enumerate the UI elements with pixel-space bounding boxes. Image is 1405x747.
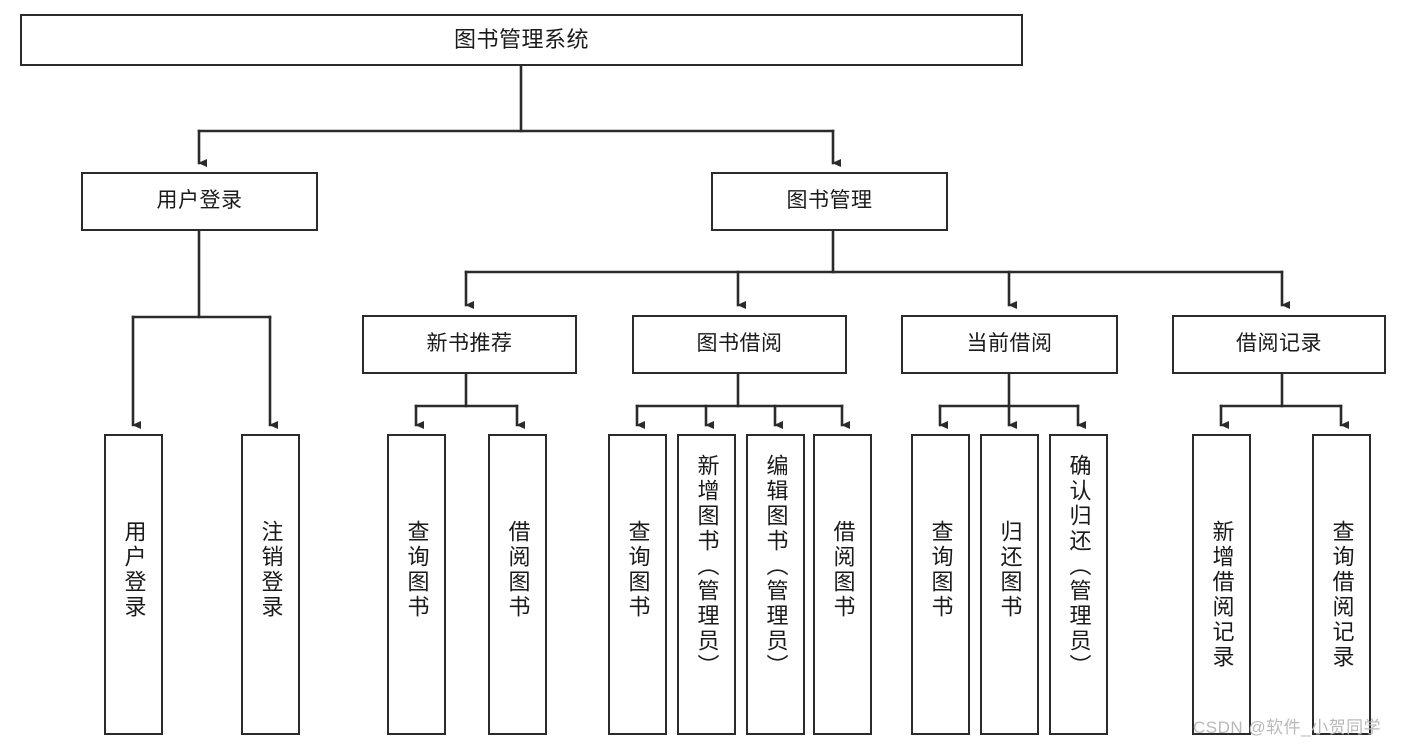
- node-label: 确认归还（管理员）: [1066, 454, 1092, 679]
- leaf-new-book-borrow[interactable]: 借阅图书: [488, 434, 547, 735]
- node-label: 查询图书: [928, 520, 954, 620]
- node-current-borrow[interactable]: 当前借阅: [901, 315, 1118, 374]
- leaf-book-borrow-borrow[interactable]: 借阅图书: [813, 434, 872, 735]
- node-label: 查询图书: [625, 520, 651, 620]
- leaf-user-login-logout[interactable]: 注销登录: [241, 434, 300, 735]
- node-user-login[interactable]: 用户登录: [81, 172, 318, 231]
- node-label: 借阅图书: [505, 520, 531, 620]
- node-borrow-record[interactable]: 借阅记录: [1172, 315, 1386, 374]
- node-label: 借阅记录: [1236, 332, 1322, 356]
- node-label: 查询借阅记录: [1329, 520, 1355, 670]
- leaf-book-borrow-query[interactable]: 查询图书: [608, 434, 667, 735]
- leaf-borrow-record-query[interactable]: 查询借阅记录: [1312, 434, 1371, 735]
- watermark-text: CSDN @软件_小贺同学: [1193, 718, 1382, 737]
- node-label: 图书管理系统: [453, 27, 589, 53]
- node-label: 图书管理: [786, 189, 873, 213]
- node-label: 新增借阅记录: [1209, 520, 1235, 670]
- node-label: 新增图书（管理员）: [694, 454, 720, 679]
- leaf-borrow-record-add[interactable]: 新增借阅记录: [1192, 434, 1251, 735]
- leaf-book-borrow-add[interactable]: 新增图书（管理员）: [677, 434, 736, 735]
- node-root-book-management-system[interactable]: 图书管理系统: [20, 14, 1023, 66]
- node-label: 用户登录: [156, 189, 243, 213]
- leaf-new-book-query[interactable]: 查询图书: [387, 434, 446, 735]
- node-book-borrow[interactable]: 图书借阅: [632, 315, 847, 374]
- leaf-book-borrow-edit[interactable]: 编辑图书（管理员）: [746, 434, 805, 735]
- leaf-current-borrow-confirm-return[interactable]: 确认归还（管理员）: [1049, 434, 1108, 735]
- leaf-current-borrow-return[interactable]: 归还图书: [980, 434, 1039, 735]
- leaf-current-borrow-query[interactable]: 查询图书: [911, 434, 970, 735]
- node-label: 编辑图书（管理员）: [763, 454, 789, 679]
- node-label: 当前借阅: [966, 332, 1053, 356]
- node-label: 归还图书: [997, 520, 1023, 620]
- node-label: 新书推荐: [426, 332, 513, 356]
- node-label: 借阅图书: [830, 520, 856, 620]
- node-book-management[interactable]: 图书管理: [711, 172, 948, 231]
- node-label: 用户登录: [121, 520, 147, 620]
- node-label: 注销登录: [258, 520, 284, 620]
- node-new-book-recommend[interactable]: 新书推荐: [362, 315, 577, 374]
- node-label: 查询图书: [404, 520, 430, 620]
- leaf-user-login-login[interactable]: 用户登录: [104, 434, 163, 735]
- node-label: 图书借阅: [696, 332, 783, 356]
